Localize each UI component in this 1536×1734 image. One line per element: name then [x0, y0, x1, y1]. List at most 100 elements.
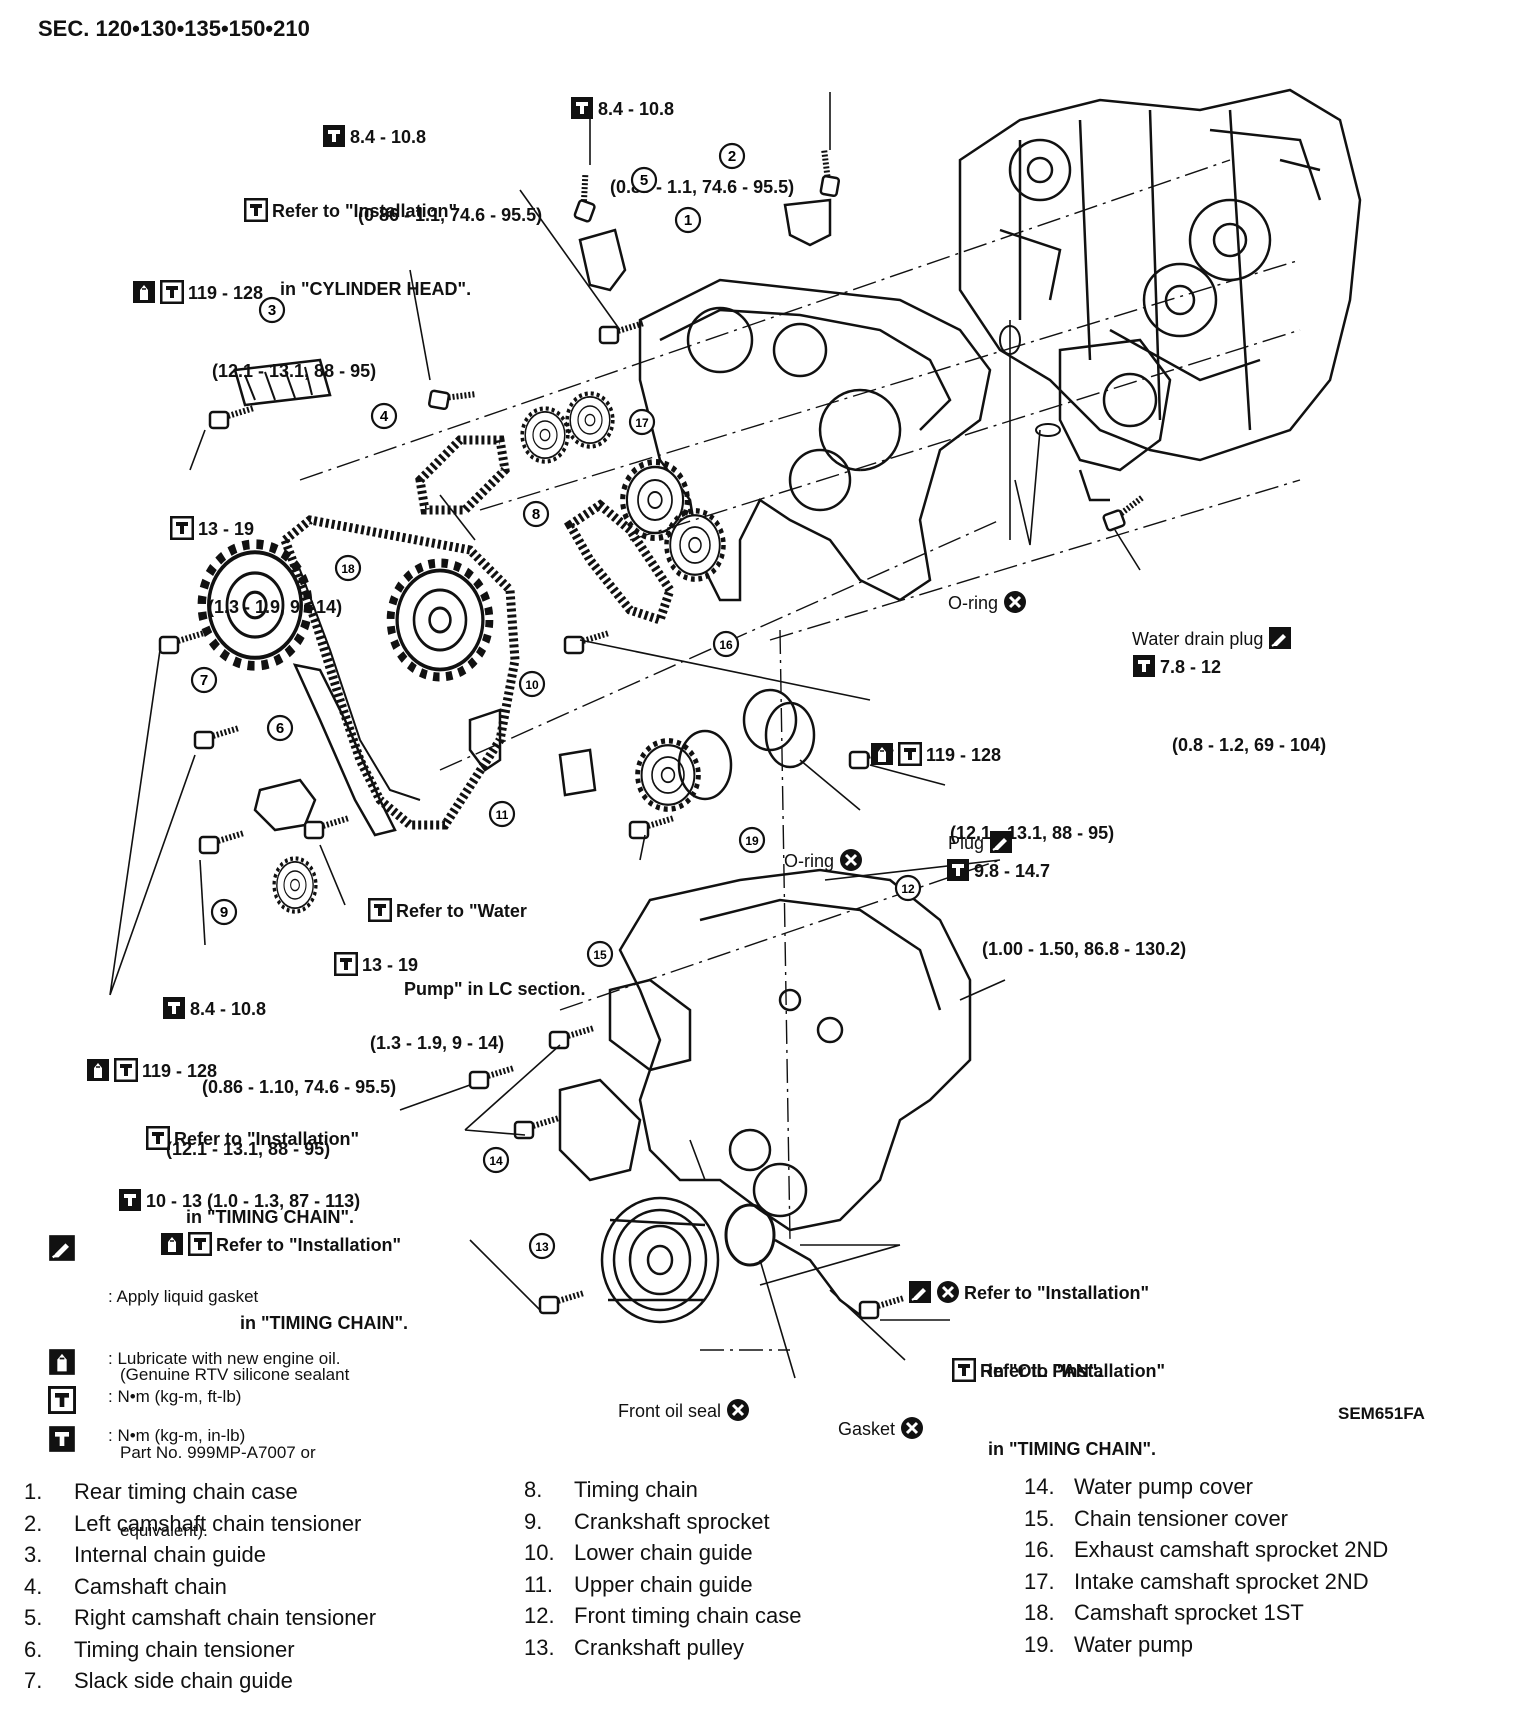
crankshaft-sprocket [274, 858, 316, 911]
parts-list-item: 3.Internal chain guide [24, 1542, 267, 1567]
callout-water-drain-plug: Water drain plug [1132, 574, 1296, 678]
callout-o-ring-pump: O-ring [784, 796, 867, 900]
callout-cylinder-head: Refer to "Installation" in "CYLINDER HEA… [244, 146, 471, 328]
part-badge-15: 15 [586, 940, 614, 968]
water-pump [677, 688, 816, 801]
part-badge-number: 6 [276, 720, 284, 737]
do-not-reuse-icon [900, 1416, 924, 1440]
callout-torque-7-8: 7.8 - 12 (0.8 - 1.2, 69 - 104) [1132, 602, 1326, 784]
parts-list-item: 15.Chain tensioner cover [1024, 1505, 1289, 1531]
legend-torque-in-lb: : N•m (kg-m, in-lb) [48, 1423, 528, 1453]
liquid-gasket-icon [989, 830, 1013, 854]
part-badge-17: 17 [628, 408, 656, 436]
callout-torque-13-b: 13 - 19 (1.3 - 1.9, 9 - 14) [334, 900, 504, 1082]
torque-ft-lb-icon [334, 952, 358, 976]
torque-ft-lb-icon [952, 1358, 976, 1382]
parts-list-item: 16.Exhaust camshaft sprocket 2ND [1024, 1537, 1389, 1562]
timing-chain [279, 515, 520, 830]
lower-chain-guide [468, 708, 502, 772]
part-badge-8: 8 [522, 500, 550, 528]
parts-list-item: 1.Rear timing chain case [24, 1479, 298, 1504]
part-badge-3: 3 [258, 296, 286, 324]
part-badge-number: 18 [341, 562, 355, 576]
liquid-gasket-icon [908, 1280, 932, 1304]
part-badge-number: 12 [901, 882, 915, 896]
callout-torque-8-4: 8.4 - 10.8 (0.86 - 1.10, 74.6 - 95.5) [162, 944, 396, 1126]
do-not-reuse-icon [726, 1398, 750, 1422]
callout-o-ring-upper: O-ring [948, 538, 1031, 642]
part-badge-1: 1 [674, 206, 702, 234]
part-badge-number: 9 [220, 904, 228, 921]
alignment-axes [299, 159, 1301, 1351]
torque-in-lb-icon [118, 1188, 142, 1212]
internal-chain-guide [233, 358, 332, 407]
pump-housing [1058, 338, 1172, 502]
torque-in-lb-icon [162, 996, 186, 1020]
chain-tensioner-cover [608, 978, 692, 1072]
part-badge-number: 15 [593, 948, 607, 962]
part-badge-14: 14 [482, 1146, 510, 1174]
parts-list-item: 6.Timing chain tensioner [24, 1636, 295, 1662]
part-badge-number: 14 [489, 1154, 503, 1168]
torque-ft-lb-icon [368, 898, 392, 922]
crankshaft-pulley [600, 1196, 720, 1324]
callout-front-oil-seal: Front oil seal [618, 1346, 754, 1450]
part-badge-number: 13 [535, 1240, 549, 1254]
legend-lubricate: : Lubricate with new engine oil. [48, 1346, 528, 1376]
torque-in-lb-icon [322, 124, 346, 148]
parts-list-item: 13.Crankshaft pulley [524, 1634, 744, 1660]
callout-plug: Plug [948, 778, 1017, 882]
parts-list-col-3: 14.Water pump cover 15.Chain tensioner c… [1024, 1471, 1504, 1660]
torque-ft-lb-icon [48, 1386, 76, 1414]
callout-timing-chain-ref-a: Refer to "Installation" in "TIMING CHAIN… [146, 1074, 359, 1256]
do-not-reuse-icon [1003, 590, 1027, 614]
parts-list-item: 12.Front timing chain case [524, 1603, 802, 1628]
part-badge-10: 10 [518, 670, 546, 698]
part-badge-2: 2 [718, 142, 746, 170]
callout-torque-13-a: 13 - 19 (1.3 - 1.9, 9 - 14) [170, 464, 342, 646]
part-badge-5: 5 [630, 166, 658, 194]
lubricate-icon [160, 1232, 184, 1256]
torque-in-lb-icon [570, 96, 594, 120]
lubricate-icon [132, 280, 156, 304]
parts-list-col-2: 8.Timing chain 9.Crankshaft sprocket 10.… [524, 1474, 964, 1663]
do-not-reuse-icon [839, 848, 863, 872]
part-badge-number: 16 [719, 638, 733, 652]
lubricate-icon [48, 1348, 76, 1376]
part-badge-number: 17 [635, 416, 649, 430]
lubricate-icon [870, 742, 894, 766]
callout-torque-119-c: 119 - 128 (12.1 - 13.1, 88 - 95) [86, 1006, 330, 1188]
torque-ft-lb-icon [898, 742, 922, 766]
part-badge-11: 11 [488, 800, 516, 828]
liquid-gasket-icon [1268, 626, 1292, 650]
part-badge-number: 10 [525, 678, 539, 692]
engine-block [958, 88, 1362, 462]
water-pump-sprocket [638, 741, 699, 809]
part-badge-number: 4 [380, 408, 389, 425]
torque-ft-lb-icon [244, 198, 268, 222]
legend-liquid-gasket: : Apply liquid gasket (Genuine RTV silic… [48, 1232, 528, 1540]
callout-torque-9-8: 9.8 - 14.7 (1.00 - 1.50, 86.8 - 130.2) [946, 806, 1186, 988]
camshaft-chain [415, 435, 510, 515]
callout-torque-119-b: 119 - 128 (12.1 - 13.1, 88 - 95) [870, 690, 1114, 872]
callout-water-pump-ref: Refer to "Water Pump" in LC section. [368, 846, 586, 1028]
parts-list-col-1: 1.Rear timing chain case 2.Left camshaft… [24, 1476, 464, 1697]
parts-list-item: 8.Timing chain [524, 1477, 698, 1502]
gasket [774, 1238, 861, 1316]
part-badge-number: 11 [496, 808, 509, 822]
part-badge-7: 7 [190, 666, 218, 694]
part-badge-number: 19 [745, 834, 759, 848]
leader-lines [109, 92, 1141, 1379]
part-badge-13: 13 [528, 1232, 556, 1260]
torque-ft-lb-icon [146, 1126, 170, 1150]
parts-list-item: 4.Camshaft chain [24, 1573, 227, 1599]
part-badge-6: 6 [266, 714, 294, 742]
part-badge-number: 5 [640, 172, 648, 189]
parts-list-item: 14.Water pump cover [1024, 1474, 1253, 1499]
part-badge-18: 18 [334, 554, 362, 582]
camshaft-sprocket-1st-right [391, 563, 490, 677]
front-oil-seal [724, 1203, 776, 1267]
parts-list-item: 10.Lower chain guide [524, 1540, 753, 1565]
part-badge-19: 19 [738, 826, 766, 854]
parts-list-item: 18.Camshaft sprocket 1ST [1024, 1600, 1304, 1625]
